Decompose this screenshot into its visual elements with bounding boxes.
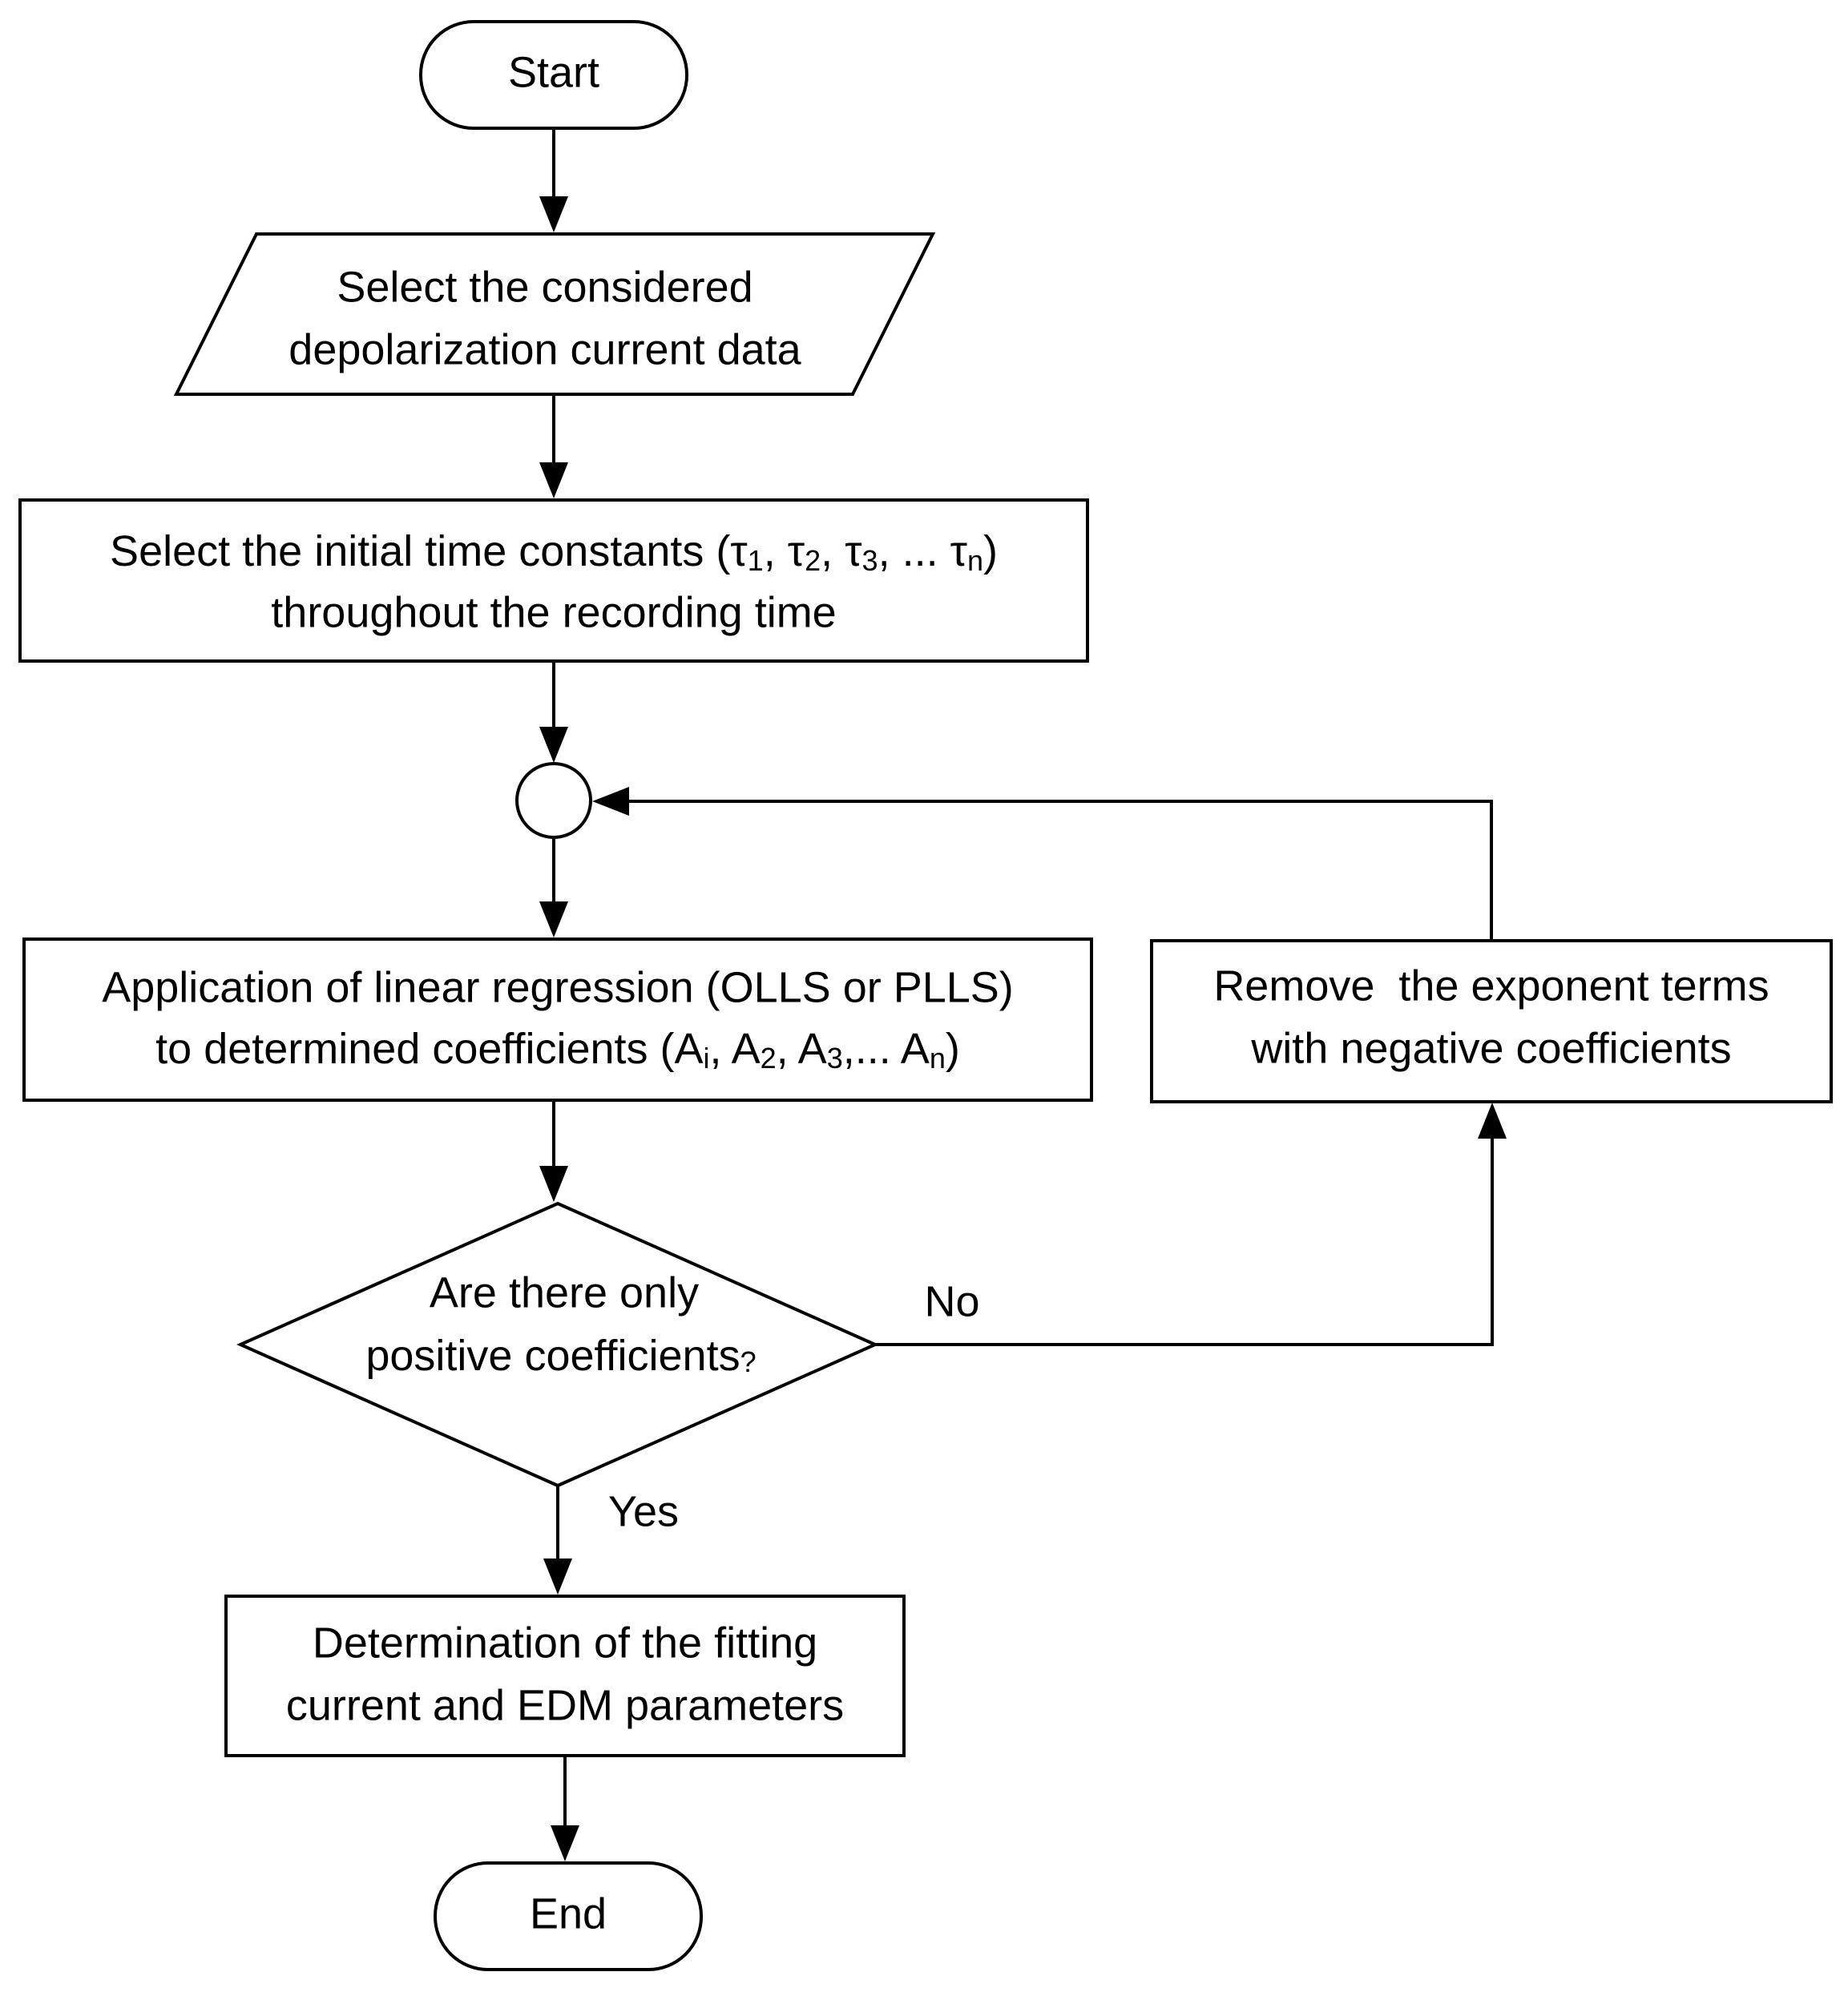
tau-sub-n: n: [967, 544, 983, 577]
tau-symbol-1: τ: [730, 527, 747, 575]
coef-sub-n: n: [930, 1042, 946, 1075]
decision-line-2-text: positive coefficients: [365, 1332, 740, 1380]
arrow-loop-back: [592, 787, 1493, 941]
end-node: End: [434, 1861, 703, 1971]
select-tau-line-1: Select the initial time constants (τ1, τ…: [110, 527, 998, 576]
regression-line-1: Application of linear regression (OLLS o…: [102, 963, 1014, 1011]
tau-prefix: Select the initial time constants (: [110, 527, 730, 575]
end-label: End: [530, 1889, 607, 1938]
arrow-connector-to-regression: [539, 837, 568, 938]
coef-a-2: A: [732, 1025, 761, 1073]
coef-sub-i: i: [704, 1042, 710, 1075]
arrow-input-to-tau: [539, 394, 568, 498]
tau-sep-1: ,: [764, 527, 788, 575]
tau-symbol-2: τ: [788, 527, 805, 575]
tau-close: ): [983, 527, 998, 575]
coef-sep-2: ,: [777, 1025, 798, 1073]
select-data-node: Select the considered depolarization cur…: [173, 232, 936, 396]
select-data-line-1: Select the considered: [337, 263, 753, 311]
no-label: No: [924, 1277, 979, 1325]
coef-a-3: A: [798, 1025, 827, 1073]
decision-line-2: positive coefficients?: [365, 1332, 756, 1380]
coef-sub-2: 2: [761, 1042, 777, 1075]
regression-prefix: to determined coefficients (: [155, 1025, 674, 1073]
arrow-start-to-input: [539, 128, 568, 232]
coef-a-i: A: [675, 1025, 704, 1073]
tau-symbol-n: τ: [950, 527, 967, 575]
arrow-yes-branch: [543, 1486, 572, 1595]
determination-node: Determination of the fitting current and…: [224, 1595, 906, 1757]
decision-line-1: Are there only: [430, 1268, 699, 1317]
determination-line-1: Determination of the fitting: [313, 1619, 817, 1667]
regression-node: Application of linear regression (OLLS o…: [22, 938, 1093, 1102]
decision-question-mark: ?: [740, 1345, 757, 1378]
decision-node: Are there only positive coefficients?: [236, 1201, 879, 1488]
regression-line-2: to determined coefficients (Ai, A2, A3,.…: [155, 1025, 960, 1074]
coef-a-n: A: [901, 1025, 930, 1073]
yes-label: Yes: [608, 1487, 679, 1535]
coef-close: ): [946, 1025, 960, 1073]
remove-terms-line-1: Remove the exponent terms: [1213, 962, 1769, 1010]
arrow-no-branch: [875, 1103, 1507, 1346]
coef-ellipsis: ,...: [843, 1025, 901, 1073]
arrow-determination-to-end: [551, 1756, 579, 1861]
select-tau-line-2: throughout the recording time: [271, 588, 836, 636]
start-label: Start: [508, 48, 599, 96]
coef-sep-1: ,: [710, 1025, 732, 1073]
select-tau-node: Select the initial time constants (τ1, τ…: [18, 498, 1089, 663]
tau-sub-2: 2: [805, 544, 821, 577]
tau-symbol-3: τ: [845, 527, 861, 575]
tau-ellipsis: , ...: [878, 527, 950, 575]
select-data-line-2: depolarization current data: [288, 325, 801, 373]
tau-sub-3: 3: [862, 544, 878, 577]
remove-terms-node: Remove the exponent terms with negative …: [1150, 939, 1833, 1103]
connector-circle: [515, 762, 592, 839]
arrow-regression-to-decision: [539, 1100, 568, 1202]
tau-sep-2: ,: [821, 527, 845, 575]
tau-sub-1: 1: [748, 544, 764, 577]
determination-line-2: current and EDM parameters: [286, 1681, 844, 1729]
remove-terms-line-2: with negative coefficients: [1250, 1024, 1731, 1072]
arrow-tau-to-connector: [539, 661, 568, 763]
start-node: Start: [419, 20, 688, 130]
coef-sub-3: 3: [827, 1042, 843, 1075]
